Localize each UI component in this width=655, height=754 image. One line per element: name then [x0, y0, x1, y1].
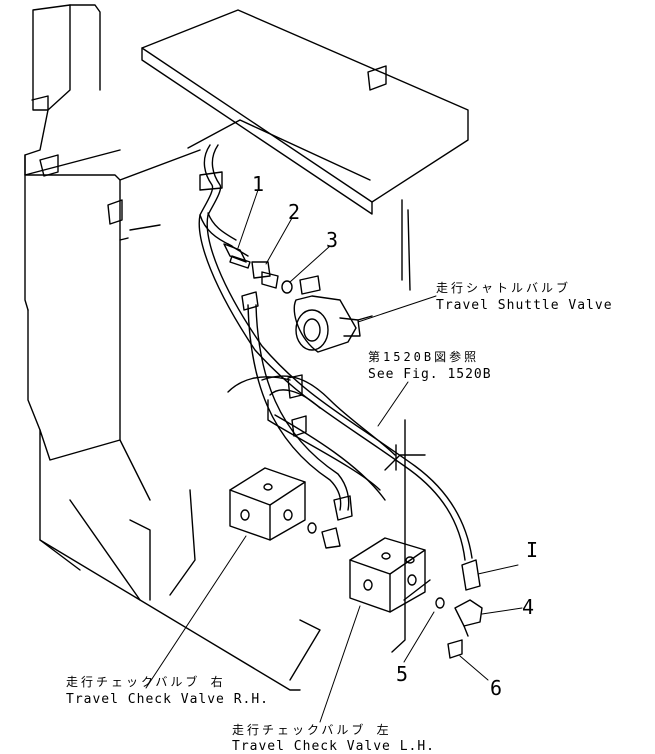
callout-3: 3 [326, 228, 339, 252]
check-valve-lh-label-en: Travel Check Valve L.H. [232, 739, 436, 754]
callout-1-top: 1 [252, 172, 265, 196]
check-valve-rh-label-jp: 走行チェックバルブ 右 [66, 675, 226, 689]
callout-6: 6 [490, 676, 503, 700]
fitting-1-top [223, 243, 251, 269]
reference-label-en: See Fig. 1520B [368, 367, 492, 382]
elbow-fitting-4 [454, 599, 483, 637]
fitting-1-right [461, 559, 481, 591]
hose-clamps [199, 171, 307, 437]
shuttle-valve-label-en: Travel Shuttle Valve [436, 298, 613, 313]
machine-frame [24, 4, 469, 691]
leader-lines [145, 189, 523, 723]
callout-4: 4 [522, 595, 535, 619]
shuttle-valve-label-jp: 走行シャトルバルブ [436, 281, 572, 295]
check-valve-lh-label-jp: 走行チェックバルブ 左 [232, 723, 392, 737]
callout-5: 5 [396, 662, 409, 686]
hoses [198, 144, 473, 561]
o-ring-3 [281, 280, 293, 294]
callout-1-right: I [526, 538, 539, 562]
reference-label-jp: 第1520B図参照 [368, 350, 480, 364]
check-valve-rh [229, 467, 353, 549]
plug-6 [447, 639, 463, 659]
check-valve-lh [349, 537, 445, 613]
callout-2: 2 [288, 200, 301, 224]
travel-shuttle-valve [293, 275, 373, 353]
check-valve-rh-label-en: Travel Check Valve R.H. [66, 692, 270, 707]
elbow-fitting-2 [241, 261, 279, 311]
